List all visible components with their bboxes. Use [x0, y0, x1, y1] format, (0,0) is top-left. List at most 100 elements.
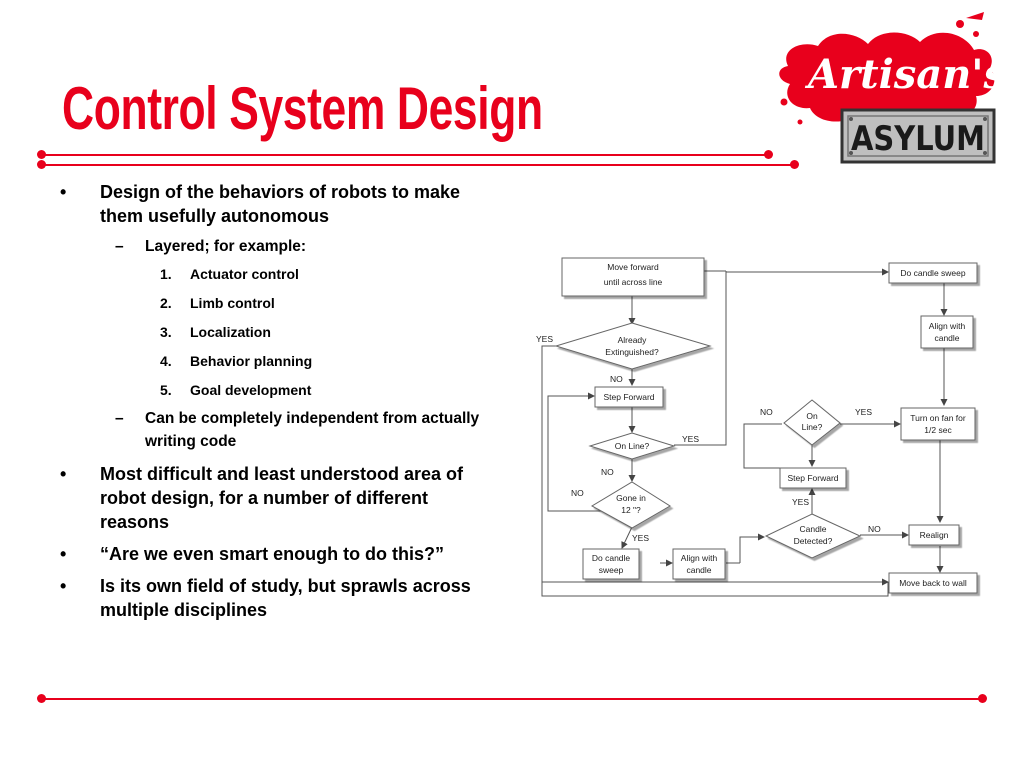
numbered-item-text: Behavior planning	[190, 353, 313, 369]
svg-text:Align with: Align with	[681, 553, 718, 563]
svg-text:Extinguished?: Extinguished?	[605, 347, 659, 357]
flowchart-decision-candle-detected: Candle Detected?	[764, 513, 862, 559]
flowchart-node-realign: Realign	[908, 524, 960, 546]
label-yes: YES	[792, 497, 809, 507]
numbered-item: 1. Actuator control	[60, 265, 500, 283]
flowchart-connectors	[541, 268, 948, 597]
numbered-item: 2. Limb control	[60, 294, 500, 312]
label-no: NO	[760, 407, 773, 417]
svg-text:Realign: Realign	[920, 530, 949, 540]
bullet-text: Most difficult and least understood area…	[100, 464, 464, 532]
flowchart-node-do-candle-sweep: Do candle sweep	[582, 548, 640, 580]
divider-dot-left	[37, 694, 46, 703]
flowchart-decision-on-line: On Line?	[588, 432, 676, 460]
numbered-item-text: Actuator control	[190, 266, 299, 282]
numbered-item-text: Goal development	[190, 382, 312, 398]
divider-dot-right	[790, 160, 799, 169]
bullet-marker: •	[60, 182, 67, 202]
bullet-item: • Is its own field of study, but sprawls…	[60, 574, 500, 622]
label-no: NO	[868, 524, 881, 534]
robot-control-flowchart: Move forward until across line Already E…	[536, 257, 978, 597]
flowchart-node-step-forward: Step Forward	[779, 467, 847, 489]
numbered-item: 3. Localization	[60, 323, 500, 341]
flowchart-node-move-back-to-wall: Move back to wall	[888, 572, 978, 594]
svg-text:Step Forward: Step Forward	[787, 473, 838, 483]
flowchart-node-do-candle-sweep: Do candle sweep	[888, 262, 978, 284]
flowchart-decision-already-extinguished: Already Extinguished?	[554, 322, 712, 370]
bullet-marker: •	[60, 544, 67, 564]
flowchart-node-align-with-candle: Align with candle	[672, 548, 726, 580]
label-no: NO	[571, 488, 584, 498]
sub-bullet-text: Can be completely independent from actua…	[145, 410, 480, 450]
bullet-item: • “Are we even smart enough to do this?”	[60, 542, 500, 566]
svg-text:Align with: Align with	[929, 321, 966, 331]
label-no: NO	[610, 374, 623, 384]
svg-text:Do candle sweep: Do candle sweep	[900, 268, 965, 278]
dash-marker: –	[115, 410, 124, 427]
sub-bullet-item: – Layered; for example:	[60, 235, 500, 258]
sub-bullet-item: – Can be completely independent from act…	[60, 407, 500, 453]
logo-word-artisans: Artisan's	[804, 51, 1000, 98]
svg-text:Already: Already	[618, 335, 648, 345]
flowchart-node-move-forward: Move forward until across line	[561, 257, 705, 297]
item-number: 4.	[160, 353, 172, 369]
divider-dot-left	[37, 150, 46, 159]
flowchart-decision-gone-12: Gone in 12 "?	[590, 481, 671, 529]
svg-text:sweep: sweep	[599, 565, 624, 575]
svg-text:Turn on fan for: Turn on fan for	[910, 413, 966, 423]
svg-text:until across line: until across line	[604, 277, 663, 287]
svg-text:12 "?: 12 "?	[621, 505, 641, 515]
logo-plate	[840, 108, 996, 164]
numbered-item-text: Localization	[190, 324, 271, 340]
divider-dot-right	[764, 150, 773, 159]
logo-splash	[779, 32, 995, 127]
bullet-text: Design of the behaviors of robots to mak…	[100, 182, 461, 226]
numbered-item: 5. Goal development	[60, 381, 500, 399]
item-number: 2.	[160, 295, 172, 311]
svg-text:On Line?: On Line?	[615, 441, 650, 451]
artisans-asylum-logo: Artisan's ASYLUM	[779, 12, 1000, 164]
numbered-item: 4. Behavior planning	[60, 352, 500, 370]
label-yes: YES	[536, 334, 553, 344]
divider-dot-left	[37, 160, 46, 169]
label-yes: YES	[632, 533, 649, 543]
svg-text:Gone in: Gone in	[616, 493, 646, 503]
label-yes: YES	[855, 407, 872, 417]
label-no: NO	[601, 467, 614, 477]
dash-marker: –	[115, 238, 124, 255]
flowchart-decision-on-line: On Line?	[783, 399, 841, 446]
svg-text:Detected?: Detected?	[794, 536, 833, 546]
svg-text:candle: candle	[934, 333, 959, 343]
item-number: 1.	[160, 266, 172, 282]
item-number: 5.	[160, 382, 172, 398]
svg-text:Line?: Line?	[802, 422, 823, 432]
svg-text:1/2 sec: 1/2 sec	[924, 425, 952, 435]
svg-text:Do candle: Do candle	[592, 553, 631, 563]
sub-bullet-text: Layered; for example:	[145, 238, 307, 255]
title-divider-lower	[37, 160, 799, 169]
slide-title: Control System Design	[62, 75, 543, 142]
logo-word-asylum: ASYLUM	[851, 119, 985, 159]
bullet-item: • Most difficult and least understood ar…	[60, 462, 500, 534]
svg-text:Candle: Candle	[800, 524, 827, 534]
bullet-marker: •	[60, 464, 67, 484]
bullet-marker: •	[60, 576, 67, 596]
svg-text:candle: candle	[686, 565, 711, 575]
bullet-outline: • Design of the behaviors of robots to m…	[60, 180, 500, 630]
title-divider	[37, 150, 773, 159]
svg-text:Step Forward: Step Forward	[603, 392, 654, 402]
numbered-item-text: Limb control	[190, 295, 275, 311]
flowchart-node-turn-on-fan: Turn on fan for 1/2 sec	[900, 407, 976, 441]
flowchart-node-step-forward: Step Forward	[594, 386, 664, 408]
bullet-text: Is its own field of study, but sprawls a…	[100, 576, 471, 620]
svg-text:Move back to wall: Move back to wall	[899, 578, 967, 588]
label-yes: YES	[682, 434, 699, 444]
item-number: 3.	[160, 324, 172, 340]
bullet-item: • Design of the behaviors of robots to m…	[60, 180, 500, 228]
svg-text:Move forward: Move forward	[607, 262, 659, 272]
svg-text:On: On	[806, 411, 818, 421]
divider-dot-right	[978, 694, 987, 703]
flowchart-node-align-with-candle: Align with candle	[920, 315, 974, 349]
bullet-text: “Are we even smart enough to do this?”	[100, 544, 445, 564]
footer-divider	[37, 694, 987, 703]
